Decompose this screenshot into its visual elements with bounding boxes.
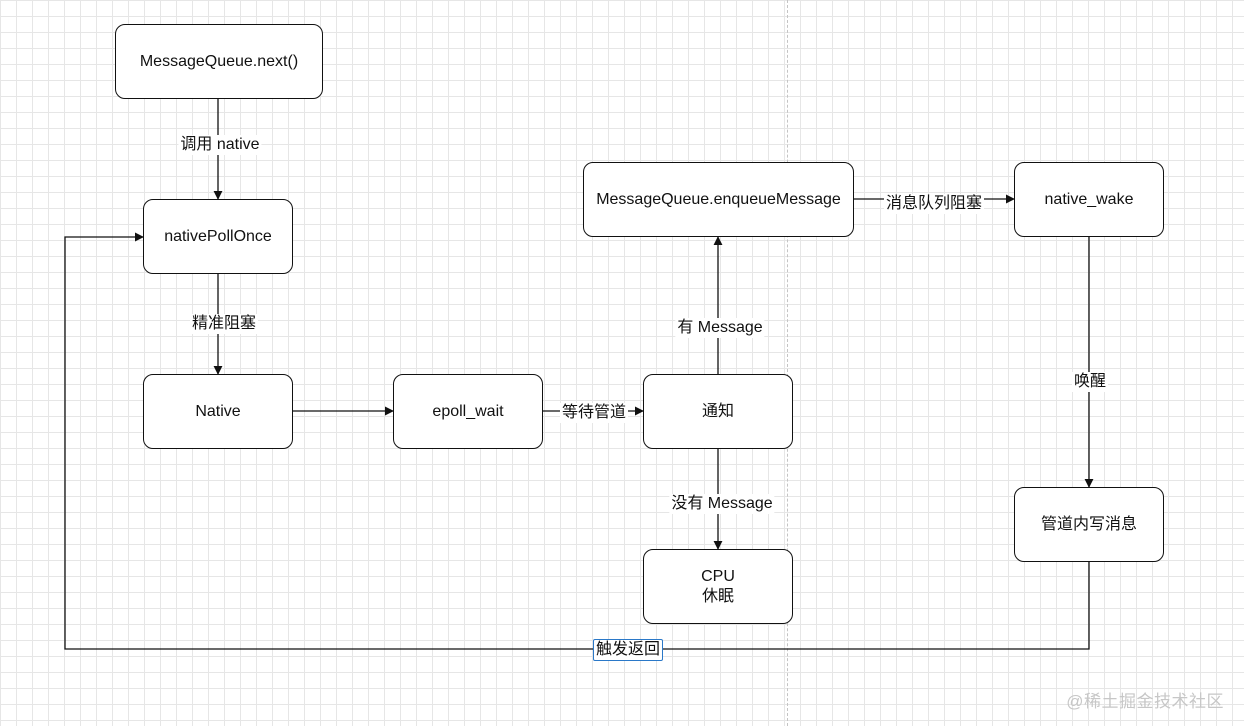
node-label: CPU 休眠 <box>701 567 735 605</box>
node-epoll-wait[interactable]: epoll_wait <box>393 374 543 449</box>
edge-label-queue-blocked: 消息队列阻塞 <box>883 194 985 214</box>
node-notify[interactable]: 通知 <box>643 374 793 449</box>
node-nativepollonce[interactable]: nativePollOnce <box>143 199 293 274</box>
edge-label-wake: 唤醒 <box>1071 372 1109 392</box>
node-enqueue-message[interactable]: MessageQueue.enqueueMessage <box>583 162 854 237</box>
node-label: MessageQueue.enqueueMessage <box>596 190 841 208</box>
node-cpu-sleep[interactable]: CPU 休眠 <box>643 549 793 624</box>
node-label: epoll_wait <box>432 402 504 420</box>
edge-label-has-message: 有 Message <box>675 318 765 338</box>
edge-label-call-native: 调用 native <box>178 135 262 155</box>
edge-pipe-return[interactable] <box>64 232 1090 650</box>
node-label: Native <box>195 402 241 420</box>
page-divider <box>787 0 788 726</box>
node-pipe-write[interactable]: 管道内写消息 <box>1014 487 1164 562</box>
node-label: 管道内写消息 <box>1040 515 1137 533</box>
edge-label-trigger-return[interactable]: 触发返回 <box>592 639 664 661</box>
node-label: MessageQueue.next() <box>139 52 299 70</box>
node-label: 通知 <box>701 402 734 420</box>
watermark: @稀土掘金技术社区 <box>1066 692 1224 711</box>
edge-label-wait-pipe: 等待管道 <box>559 403 629 423</box>
node-label: nativePollOnce <box>164 227 272 245</box>
node-native-wake[interactable]: native_wake <box>1014 162 1164 237</box>
edge-label-no-message: 没有 Message <box>669 494 775 514</box>
node-messagequeue-next[interactable]: MessageQueue.next() <box>115 24 323 99</box>
edge-label-precise-block: 精准阻塞 <box>189 314 259 334</box>
node-label: native_wake <box>1044 190 1134 208</box>
node-native[interactable]: Native <box>143 374 293 449</box>
